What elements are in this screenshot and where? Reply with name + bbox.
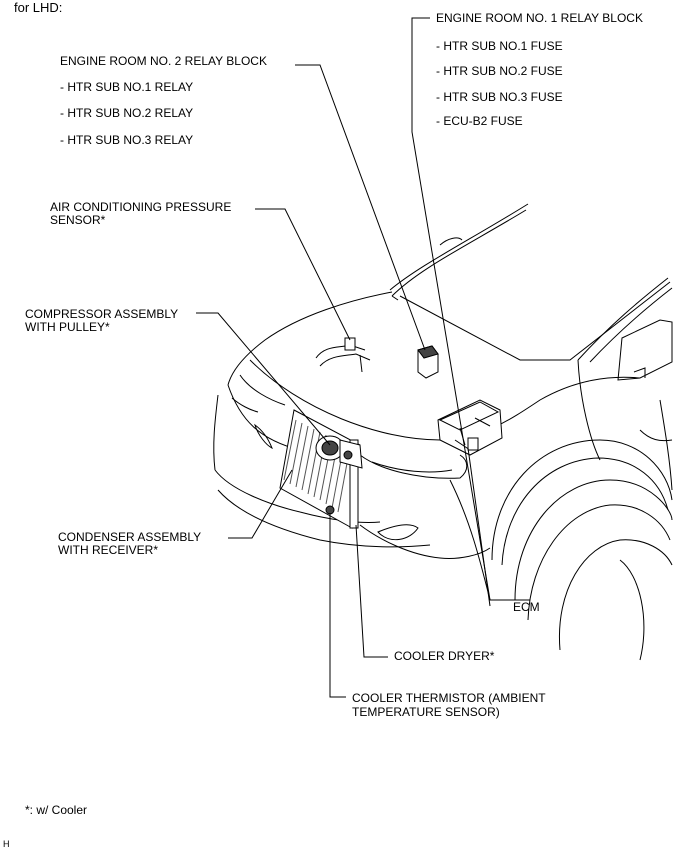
er1-item-2: - HTR SUB NO.2 FUSE bbox=[436, 64, 563, 78]
er2-item-1: - HTR SUB NO.1 RELAY bbox=[60, 80, 194, 94]
condenser-label-2: WITH RECEIVER* bbox=[58, 543, 159, 557]
er1-item-3: - HTR SUB NO.3 FUSE bbox=[436, 90, 563, 104]
er2-item-3: - HTR SUB NO.3 RELAY bbox=[60, 133, 194, 147]
compressor-label-2: WITH PULLEY* bbox=[25, 320, 110, 334]
corner-mark: H bbox=[3, 839, 10, 849]
footnote: *: w/ Cooler bbox=[25, 803, 88, 817]
ecm-label: ECM bbox=[513, 600, 540, 614]
car-body-outline bbox=[213, 203, 673, 661]
cooler-thermistor-label-1: COOLER THERMISTOR (AMBIENT bbox=[352, 691, 546, 705]
condenser-label-1: CONDENSER ASSEMBLY bbox=[58, 530, 202, 544]
relay-block-2-graphic bbox=[417, 345, 439, 379]
er1-item-1: - HTR SUB NO.1 FUSE bbox=[436, 39, 563, 53]
ac-pressure-sensor-label-2: SENSOR* bbox=[50, 213, 106, 227]
er2-relay-block-title: ENGINE ROOM NO. 2 RELAY BLOCK bbox=[60, 54, 267, 68]
er1-item-4: - ECU-B2 FUSE bbox=[436, 114, 523, 128]
relay-block-1-graphic bbox=[437, 399, 503, 456]
ac-pressure-sensor-graphic bbox=[315, 337, 371, 373]
er1-relay-block-title: ENGINE ROOM NO. 1 RELAY BLOCK bbox=[436, 11, 643, 25]
ac-pressure-sensor-label-1: AIR CONDITIONING PRESSURE bbox=[50, 200, 232, 214]
page-header: for LHD: bbox=[14, 0, 63, 15]
cooler-dryer-label: COOLER DRYER* bbox=[394, 649, 495, 663]
compressor-label-1: COMPRESSOR ASSEMBLY bbox=[25, 307, 179, 321]
cooler-thermistor-label-2: TEMPERATURE SENSOR) bbox=[352, 705, 500, 719]
er2-item-2: - HTR SUB NO.2 RELAY bbox=[60, 106, 194, 120]
compressor-graphic bbox=[315, 435, 363, 469]
leader-lines bbox=[196, 17, 530, 698]
